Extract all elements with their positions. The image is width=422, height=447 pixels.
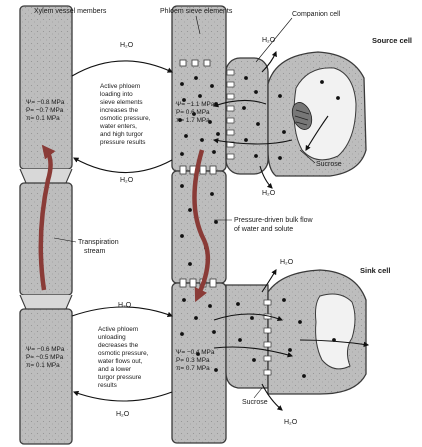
svg-text:increases the: increases the (100, 107, 138, 114)
svg-text:H₂O: H₂O (120, 42, 134, 49)
svg-text:and high turgor: and high turgor (100, 131, 144, 138)
svg-text:Pressure-driven bulk flow: Pressure-driven bulk flow (234, 217, 314, 224)
svg-text:π= 0.1 MPa: π= 0.1 MPa (26, 362, 60, 369)
companion-cell (226, 58, 268, 174)
bulk-flow-label: Pressure-driven bulk flow of water and s… (214, 217, 314, 233)
sucrose-label-top: Sucrose (316, 161, 342, 168)
phloem-top-values: Ψ= −1.1 MPa P= 0.6 MPa π= 1.7 MPa (176, 101, 215, 124)
svg-text:unloading: unloading (98, 334, 126, 341)
svg-text:water flows out,: water flows out, (97, 358, 143, 365)
sink-cell (226, 270, 366, 394)
svg-text:π= 0.1 MPa: π= 0.1 MPa (26, 115, 60, 122)
svg-text:H₂O: H₂O (262, 37, 276, 44)
svg-text:Ψ= −0.4 MPa: Ψ= −0.4 MPa (176, 349, 215, 356)
svg-text:pressure results: pressure results (100, 139, 145, 146)
svg-text:stream: stream (84, 248, 106, 255)
source-cell-label: Source cell (372, 36, 412, 45)
companion-cell-label: Companion cell (292, 11, 341, 18)
svg-text:loading into: loading into (100, 91, 133, 98)
svg-text:water enters,: water enters, (99, 123, 137, 130)
svg-text:results: results (98, 382, 117, 389)
svg-text:sieve elements: sieve elements (100, 99, 143, 106)
source-cell (268, 52, 366, 176)
phloem-label: Phloem sieve elements (160, 8, 233, 15)
svg-text:π= 1.7 MPa: π= 1.7 MPa (176, 117, 210, 124)
svg-text:H₂O: H₂O (280, 259, 294, 266)
sink-cell-label: Sink cell (360, 266, 390, 275)
phloem-bottom-values: Ψ= −0.4 MPa P= 0.3 MPa π= 0.7 MPa (176, 349, 215, 372)
svg-text:P= 0.3 MPa: P= 0.3 MPa (176, 357, 210, 364)
svg-text:Ψ= −0.8 MPa: Ψ= −0.8 MPa (26, 99, 65, 106)
svg-text:H₂O: H₂O (116, 411, 130, 418)
svg-text:decreases the: decreases the (98, 342, 139, 349)
unloading-description: Active phloem unloading decreases the os… (97, 326, 149, 389)
svg-text:of water and solute: of water and solute (234, 226, 293, 233)
svg-text:osmotic pressure,: osmotic pressure, (98, 350, 149, 357)
xylem-bottom-values: Ψ= −0.6 MPa P= −0.5 MPa π= 0.1 MPa (26, 346, 65, 369)
svg-text:Transpiration: Transpiration (78, 239, 119, 246)
xylem-vessel-column (20, 6, 72, 444)
svg-text:Active phloem: Active phloem (98, 326, 138, 333)
xylem-top-values: Ψ= −0.8 MPa P= −0.7 MPa π= 0.1 MPa (26, 99, 65, 122)
svg-text:osmotic pressure,: osmotic pressure, (100, 115, 151, 122)
svg-text:P= 0.6 MPa: P= 0.6 MPa (176, 109, 210, 116)
svg-text:H₂O: H₂O (120, 177, 134, 184)
svg-text:H₂O: H₂O (118, 302, 132, 309)
sucrose-label-bottom: Sucrose (242, 399, 268, 406)
xylem-label: Xylem vessel members (34, 8, 107, 15)
svg-text:and a lower: and a lower (98, 366, 132, 373)
svg-text:turgor pressure: turgor pressure (98, 374, 142, 381)
svg-text:P= −0.5 MPa: P= −0.5 MPa (26, 354, 64, 361)
svg-text:Ψ= −1.1 MPa: Ψ= −1.1 MPa (176, 101, 215, 108)
svg-text:Active phloem: Active phloem (100, 83, 140, 90)
svg-text:Ψ= −0.6 MPa: Ψ= −0.6 MPa (26, 346, 65, 353)
svg-text:P= −0.7 MPa: P= −0.7 MPa (26, 107, 64, 114)
svg-text:H₂O: H₂O (284, 419, 298, 426)
svg-text:H₂O: H₂O (262, 190, 276, 197)
svg-text:π= 0.7 MPa: π= 0.7 MPa (176, 365, 210, 372)
loading-description: Active phloem loading into sieve element… (99, 83, 151, 146)
